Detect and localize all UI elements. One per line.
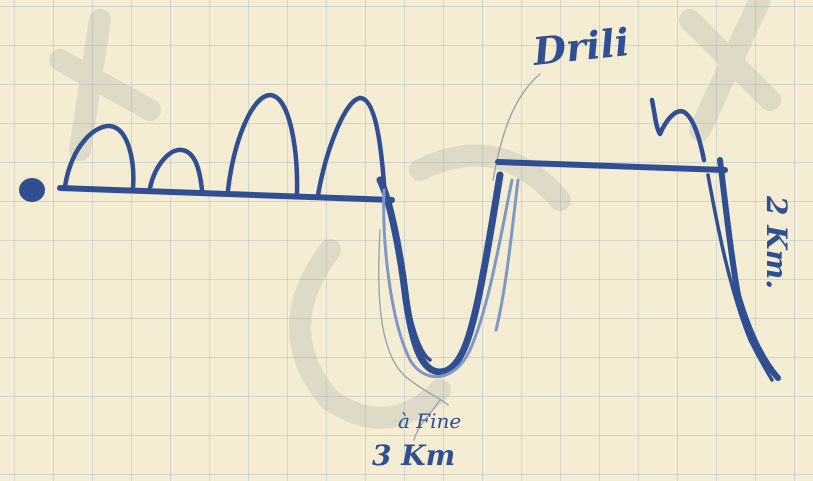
valley-right-pale bbox=[494, 178, 520, 332]
label-drili: Drili bbox=[530, 19, 632, 74]
summit-ridge bbox=[649, 97, 707, 163]
pencil-pointer-top bbox=[492, 73, 541, 181]
descent-right-inner bbox=[706, 173, 774, 382]
hump-3 bbox=[225, 92, 300, 197]
label-a-fine: à Fine bbox=[398, 409, 462, 433]
baseline-left bbox=[57, 185, 395, 203]
hump-2 bbox=[147, 147, 205, 193]
valley-inner bbox=[393, 228, 432, 362]
start-dot bbox=[19, 178, 45, 202]
valley-pale bbox=[382, 178, 514, 378]
hump-1 bbox=[62, 123, 136, 191]
hump-4 bbox=[315, 95, 388, 201]
pencil-loop bbox=[378, 229, 449, 406]
pencil-pointer-bottom bbox=[413, 399, 441, 441]
watermark bbox=[49, 0, 781, 429]
descent-right bbox=[717, 157, 781, 381]
label-distance-bottom: 3 Km bbox=[372, 439, 456, 472]
label-distance-right: 2 Km. bbox=[760, 196, 793, 289]
baseline-right bbox=[495, 159, 728, 173]
valley-dark bbox=[376, 171, 504, 376]
